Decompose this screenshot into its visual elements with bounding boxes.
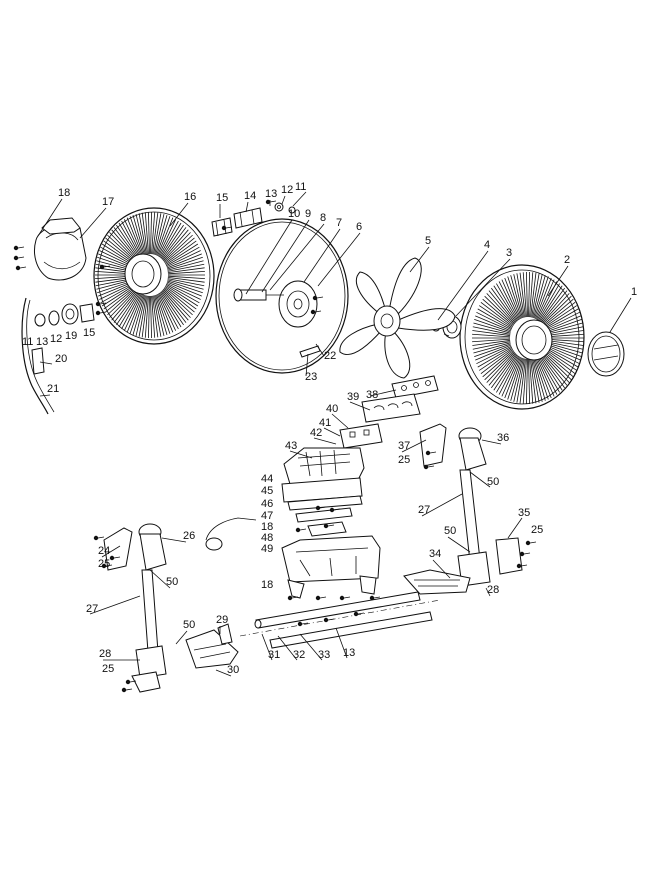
- label-9: 9: [305, 208, 311, 220]
- label-35: 35: [518, 507, 530, 519]
- label-28-left: 28: [99, 648, 111, 660]
- label-17: 17: [102, 196, 114, 208]
- label-15-top: 15: [216, 192, 228, 204]
- gear-assembly: [34, 303, 95, 327]
- label-13-top: 13: [265, 188, 277, 200]
- label-7: 7: [336, 217, 342, 229]
- label-23: 23: [305, 371, 317, 383]
- label-14: 14: [244, 190, 256, 202]
- label-10: 10: [288, 208, 300, 220]
- oscillation-knob: [211, 217, 233, 237]
- label-46: 46: [261, 498, 273, 510]
- base-housing: [281, 535, 381, 599]
- label-25-r2: 25: [531, 524, 543, 536]
- support-tubes: [239, 591, 441, 649]
- label-19: 19: [65, 330, 77, 342]
- part-labels: 1 2 3 4 5 6 7 8 9 10 11 12 13 14 15 16 1…: [22, 181, 637, 676]
- rear-motor-cover: [34, 217, 87, 281]
- button-board: [339, 423, 383, 449]
- rear-grille: [93, 207, 215, 345]
- label-22: 22: [324, 350, 336, 362]
- label-12-left: 12: [50, 333, 62, 345]
- front-grille: [459, 264, 585, 410]
- label-48: 48: [261, 532, 273, 544]
- label-5: 5: [425, 235, 431, 247]
- label-6: 6: [356, 221, 362, 233]
- label-32: 32: [293, 649, 305, 661]
- label-25-l2: 25: [102, 663, 114, 675]
- left-stand: [103, 523, 239, 693]
- label-18-low: 18: [261, 579, 273, 591]
- label-38: 38: [366, 389, 378, 401]
- leader-lines: [37, 191, 632, 677]
- label-13-left: 13: [36, 336, 48, 348]
- label-41: 41: [319, 417, 331, 429]
- label-50-r1: 50: [487, 476, 499, 488]
- label-37: 37: [398, 440, 410, 452]
- grille-badge: [587, 331, 625, 377]
- label-27-left: 27: [86, 603, 98, 615]
- label-24: 24: [98, 545, 110, 557]
- label-3: 3: [506, 247, 512, 259]
- label-18-top: 18: [58, 187, 70, 199]
- label-47: 47: [261, 510, 273, 522]
- label-16: 16: [184, 191, 196, 203]
- label-50-r2: 50: [444, 525, 456, 537]
- label-20: 20: [55, 353, 67, 365]
- label-45: 45: [261, 485, 273, 497]
- washer-small: [274, 202, 296, 214]
- label-44: 44: [261, 473, 273, 485]
- label-26: 26: [183, 530, 195, 542]
- label-1: 1: [631, 286, 637, 298]
- switch-assembly: [233, 207, 263, 229]
- label-40: 40: [326, 403, 338, 415]
- motor-shaft: [233, 288, 284, 302]
- label-12-top: 12: [281, 184, 293, 196]
- motor-wire: [205, 517, 257, 551]
- control-housing: [281, 447, 365, 503]
- control-panel-top: [391, 375, 439, 399]
- label-34: 34: [429, 548, 441, 560]
- label-11-top: 11: [295, 181, 306, 193]
- label-29: 29: [216, 614, 228, 626]
- label-2: 2: [564, 254, 570, 266]
- label-50-l1: 50: [166, 576, 178, 588]
- label-42: 42: [310, 427, 322, 439]
- label-30: 30: [227, 664, 239, 676]
- label-11-left: 11: [22, 336, 33, 348]
- label-31: 31: [268, 649, 280, 661]
- label-13-low: 13: [343, 647, 355, 659]
- control-pcb: [361, 393, 421, 423]
- label-43: 43: [285, 440, 297, 452]
- label-8: 8: [320, 212, 326, 224]
- label-4: 4: [484, 239, 490, 251]
- motor-housing-front: [278, 280, 318, 328]
- screws: [13, 199, 537, 693]
- label-21: 21: [47, 383, 59, 395]
- grille-ring: [215, 218, 349, 374]
- power-cord: [21, 297, 55, 415]
- grille-clip: [299, 345, 321, 358]
- label-25-r1: 25: [398, 454, 410, 466]
- label-39: 39: [347, 391, 359, 403]
- label-18-mid: 18: [261, 521, 273, 533]
- right-stand: [403, 423, 523, 595]
- label-27-right: 27: [418, 504, 430, 516]
- label-50-l2: 50: [183, 619, 195, 631]
- label-49: 49: [261, 543, 273, 555]
- spacer-plates: [287, 495, 363, 537]
- label-15-left: 15: [83, 327, 95, 339]
- label-33: 33: [318, 649, 330, 661]
- label-25-l1: 25: [98, 558, 110, 570]
- label-28-right: 28: [487, 584, 499, 596]
- fan-blade: [339, 257, 456, 379]
- label-36: 36: [497, 432, 509, 444]
